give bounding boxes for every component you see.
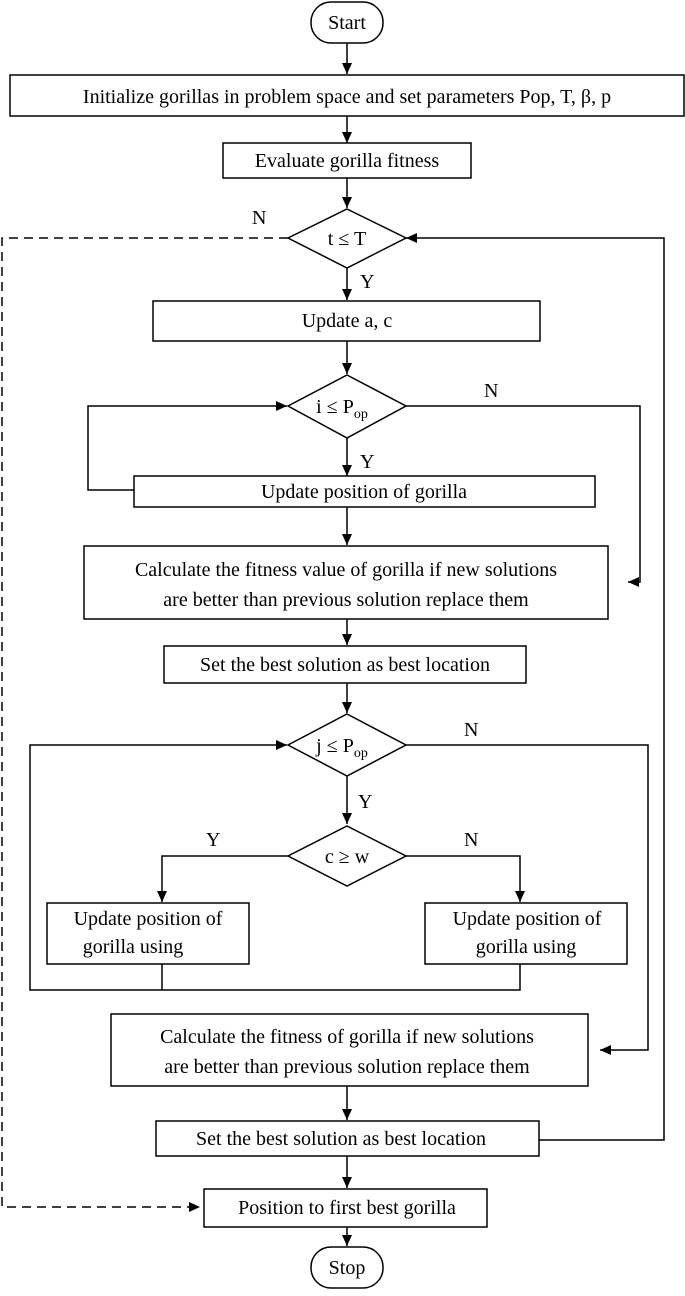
calc-fitness-2-line2: are better than previous solution replac…	[164, 1056, 530, 1078]
start-label: Start	[328, 12, 366, 34]
decision-t-label: t ≤ T	[328, 228, 366, 250]
edge-label-i-no: N	[484, 380, 498, 402]
update-position-left-box: Update position of gorilla using	[46, 902, 250, 965]
set-best-box-1: Set the best solution as best location	[163, 645, 527, 684]
update-ac-label: Update a, c	[302, 310, 393, 332]
update-position-box: Update position of gorilla	[133, 475, 596, 508]
calc-fitness-box-2: Calculate the fitness of gorilla if new …	[110, 1013, 589, 1087]
update-left-line2: gorilla using	[83, 936, 184, 958]
update-left-line1: Update position of	[74, 908, 223, 930]
decision-j-label: j ≤ Pop	[315, 735, 368, 761]
connectors	[1, 43, 665, 1246]
edge-label-j-no: N	[464, 719, 478, 741]
update-position-right-box: Update position of gorilla using	[424, 902, 628, 965]
position-box: Position to first best gorilla	[203, 1188, 488, 1228]
set-best-2-label: Set the best solution as best location	[196, 1128, 486, 1150]
init-box: Initialize gorillas in problem space and…	[9, 74, 685, 117]
edge-label-t-yes: Y	[360, 271, 374, 293]
edge-condc-no-updright	[406, 855, 525, 902]
edge-label-i-yes: Y	[360, 451, 374, 473]
edge-j-loop-back	[29, 740, 521, 991]
stop-label: Stop	[329, 1257, 366, 1279]
edge-label-t-no: N	[252, 207, 266, 229]
edge-condc-yes-updleft	[157, 855, 288, 902]
edge-labels: N Y N Y N Y Y N	[206, 207, 498, 851]
set-best-box-2: Set the best solution as best location	[155, 1120, 540, 1157]
init-label: Initialize gorillas in problem space and…	[83, 86, 611, 108]
edge-i-loop-back	[87, 401, 287, 491]
update-ac-box: Update a, c	[152, 300, 541, 342]
calc-fitness-2-line1: Calculate the fitness of gorilla if new …	[160, 1026, 534, 1048]
edge-condt-no-position	[1, 237, 288, 1212]
decision-i-main: i ≤ P	[316, 396, 354, 418]
update-position-label: Update position of gorilla	[261, 481, 467, 503]
update-right-line1: Update position of	[453, 908, 602, 930]
evaluate-label: Evaluate gorilla fitness	[255, 150, 440, 172]
edge-condi-no-calc1	[406, 405, 641, 587]
start-terminal: Start	[310, 1, 384, 44]
edge-condj-no-calc2	[406, 744, 649, 1055]
decision-j: j ≤ Pop	[286, 713, 408, 777]
decision-i-label: i ≤ Pop	[316, 396, 368, 422]
calc-fitness-1-line1: Calculate the fitness value of gorilla i…	[135, 559, 557, 581]
evaluate-box: Evaluate gorilla fitness	[222, 142, 472, 179]
decision-j-main: j ≤ P	[315, 735, 354, 757]
calc-fitness-1-line2: are better than previous solution replac…	[163, 589, 529, 611]
calc-fitness-box-1: Calculate the fitness value of gorilla i…	[83, 545, 609, 620]
decision-t: t ≤ T	[286, 208, 408, 269]
edge-label-j-yes: Y	[358, 791, 372, 813]
decision-j-sub: op	[354, 746, 368, 761]
decision-i-sub: op	[354, 407, 368, 422]
edge-setbest2-condt	[406, 233, 665, 1141]
stop-terminal: Stop	[310, 1246, 384, 1289]
position-label: Position to first best gorilla	[238, 1197, 456, 1219]
decision-c: c ≥ w	[286, 825, 408, 887]
edge-label-c-no: N	[464, 829, 478, 851]
edge-label-c-yes: Y	[206, 829, 220, 851]
decision-c-label: c ≥ w	[325, 846, 370, 868]
decision-i: i ≤ Pop	[286, 374, 408, 439]
set-best-1-label: Set the best solution as best location	[200, 654, 490, 676]
update-right-line2: gorilla using	[476, 936, 577, 958]
